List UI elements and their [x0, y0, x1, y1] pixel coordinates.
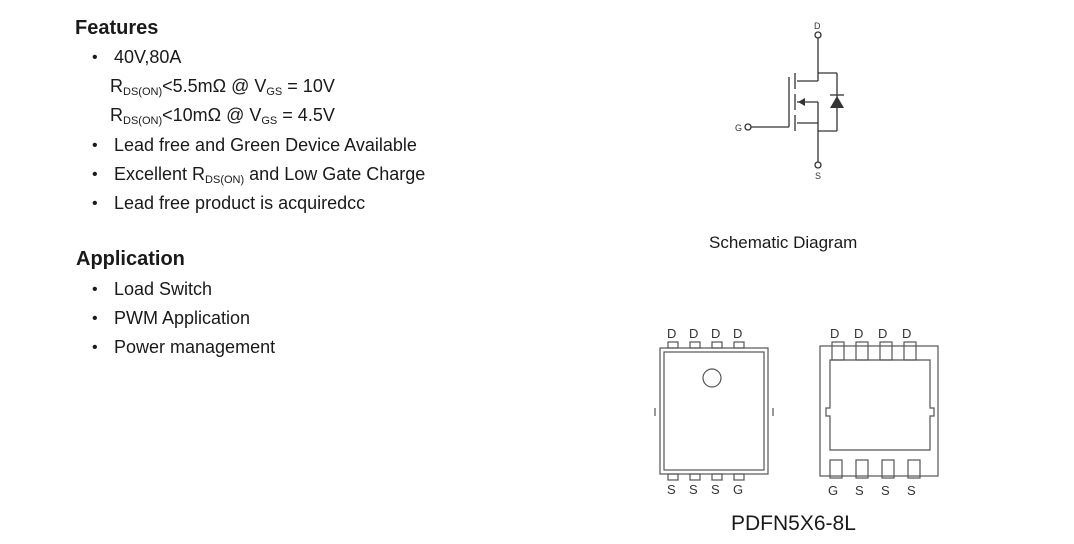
bullet: •	[92, 310, 98, 327]
svg-text:D: D	[830, 326, 839, 341]
svg-text:S: S	[711, 482, 720, 497]
svg-text:D: D	[902, 326, 911, 341]
bullet: •	[92, 281, 98, 298]
application-heading: Application	[76, 248, 185, 270]
feature-rds-10v: RDS(ON)<5.5mΩ @ VGS = 10V	[110, 76, 335, 98]
svg-text:D: D	[878, 326, 887, 341]
bullet: •	[92, 137, 98, 154]
svg-text:D: D	[711, 326, 720, 341]
feature-excellent-rds: Excellent RDS(ON) and Low Gate Charge	[114, 164, 426, 186]
feature-rds-4v5: RDS(ON)<10mΩ @ VGS = 4.5V	[110, 105, 335, 127]
svg-text:S: S	[881, 483, 890, 498]
svg-text:D: D	[667, 326, 676, 341]
package-name: PDFN5X6-8L	[731, 512, 856, 535]
svg-text:S: S	[689, 482, 698, 497]
bullet: •	[92, 195, 98, 212]
application-item: PWM Application	[114, 308, 251, 328]
svg-text:D: D	[689, 326, 698, 341]
bullet: •	[92, 339, 98, 356]
svg-text:D: D	[854, 326, 863, 341]
feature-rating: 40V,80A	[114, 47, 182, 67]
schematic-caption: Schematic Diagram	[709, 233, 858, 252]
package-drawing: D D D D S S S G D D D D G S S S	[654, 326, 939, 498]
bullet: •	[92, 49, 98, 66]
application-item: Power management	[114, 337, 276, 357]
svg-text:S: S	[667, 482, 676, 497]
feature-acquiredcc: Lead free product is acquiredcc	[114, 193, 366, 213]
svg-text:G: G	[828, 483, 838, 498]
svg-text:D: D	[733, 326, 742, 341]
pin-label-g: G	[735, 123, 742, 133]
pin-label-s: S	[815, 171, 821, 181]
svg-text:G: G	[733, 482, 743, 497]
application-item: Load Switch	[114, 279, 213, 299]
pin-label-d: D	[814, 21, 821, 31]
svg-text:S: S	[855, 483, 864, 498]
mosfet-schematic: D G S	[735, 21, 844, 181]
features-heading: Features	[75, 17, 159, 39]
feature-lead-free: Lead free and Green Device Available	[114, 135, 417, 155]
svg-text:S: S	[907, 483, 916, 498]
bullet: •	[92, 166, 98, 183]
